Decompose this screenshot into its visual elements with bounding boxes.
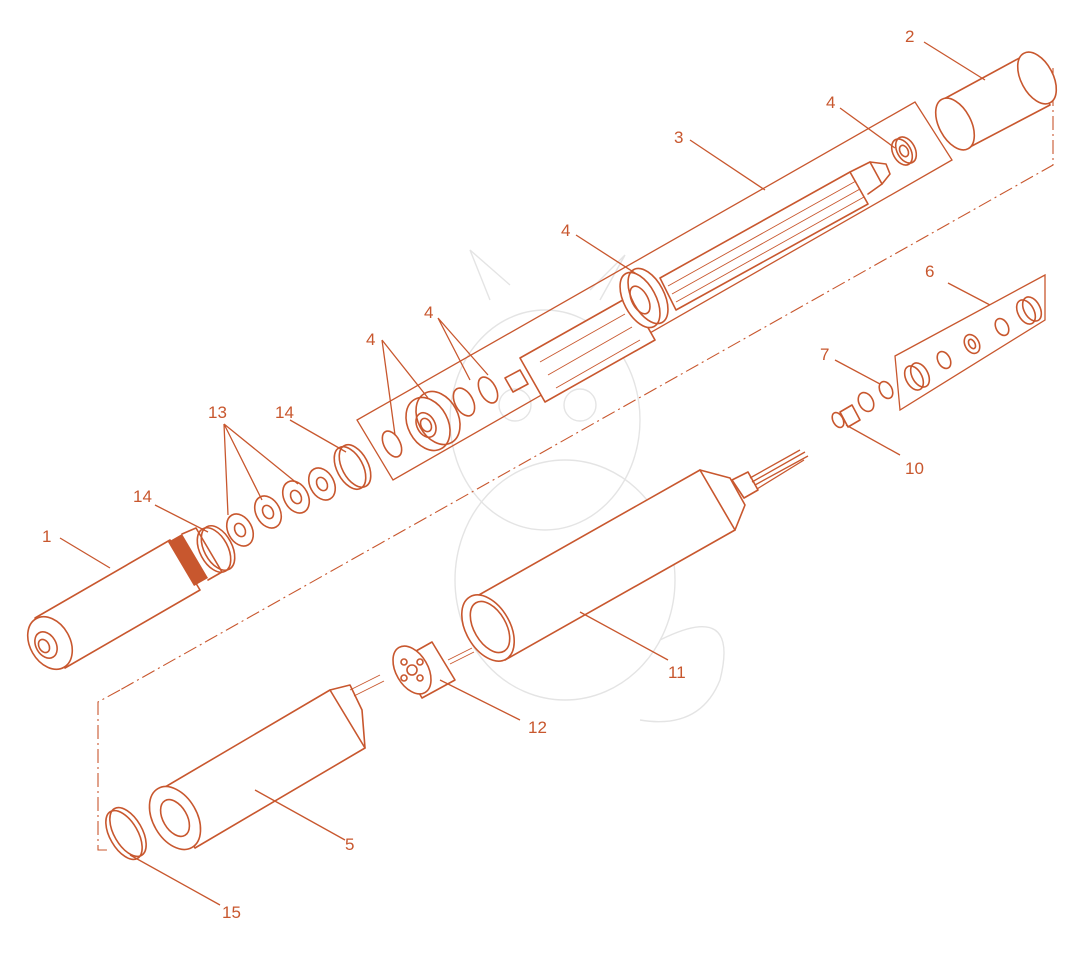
- label-part-4-left: 4: [366, 330, 375, 349]
- label-part-12: 12: [528, 718, 547, 737]
- label-part-14-lower: 14: [133, 487, 152, 506]
- label-part-4-center: 4: [424, 303, 433, 322]
- part-labels: 1 2 3 4 4 4 4 5 6 7 10 11 12 13 14 14 15: [42, 27, 934, 922]
- part-2-end-cap: [934, 51, 1058, 151]
- part-10-nut: [831, 404, 861, 429]
- leader-lines: [59, 41, 991, 906]
- label-part-3: 3: [674, 128, 683, 147]
- label-part-13: 13: [208, 403, 227, 422]
- part-13-washers: [225, 467, 337, 547]
- label-part-5: 5: [345, 835, 354, 854]
- part-11-motor-housing: [460, 449, 809, 662]
- part-4-snap-rings-b: [452, 376, 499, 417]
- label-part-1: 1: [42, 527, 51, 546]
- part-3-rotor-shaft: [504, 161, 891, 403]
- part-15-ring: [105, 806, 147, 861]
- label-part-4-top: 4: [826, 93, 835, 112]
- group-box-rotor: [356, 101, 953, 481]
- label-part-15: 15: [222, 903, 241, 922]
- label-part-14-upper: 14: [275, 403, 294, 422]
- part-6-bearing-set: [903, 296, 1043, 391]
- label-part-11: 11: [668, 663, 686, 682]
- part-7-washer: [857, 380, 894, 413]
- part-4-snap-ring-a: [381, 430, 403, 458]
- part-5-stator: [148, 674, 385, 851]
- part-1-housing: [26, 527, 223, 671]
- part-4-bearing-top: [890, 136, 918, 166]
- label-part-4-mid: 4: [561, 221, 570, 240]
- part-12-rotor-cage: [392, 641, 475, 699]
- label-part-10: 10: [905, 459, 924, 478]
- label-part-2: 2: [905, 27, 914, 46]
- watermark-mascot: [449, 249, 725, 723]
- label-part-6: 6: [925, 262, 934, 281]
- group-box-part-6: [894, 273, 1046, 412]
- part-4-bearing-a: [405, 390, 461, 452]
- label-part-7: 7: [820, 345, 829, 364]
